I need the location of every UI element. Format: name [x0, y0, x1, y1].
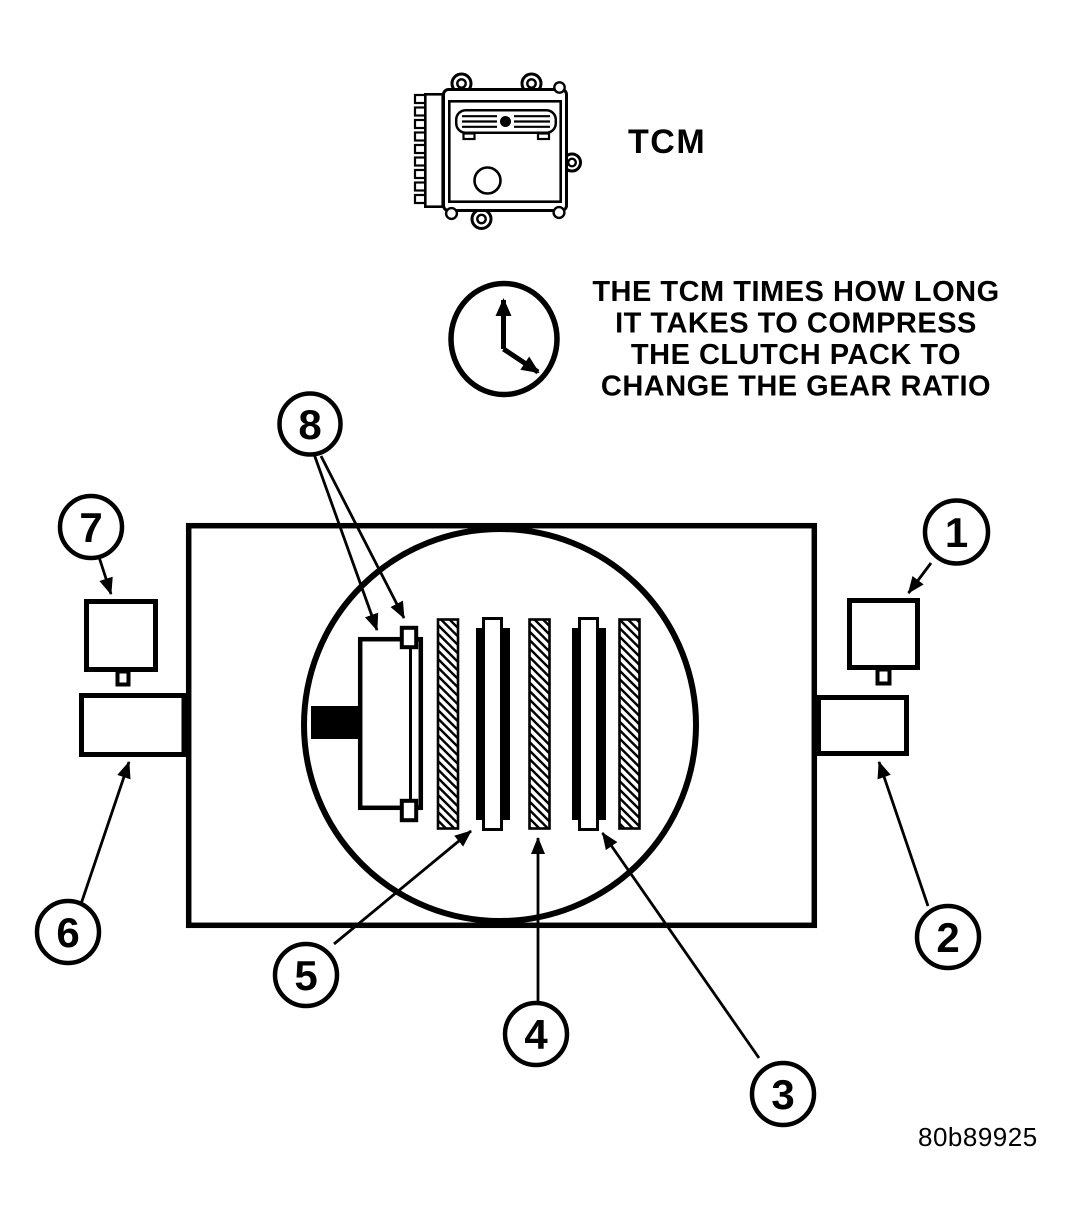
callout-1: 1 — [922, 498, 991, 566]
left-sensor-boss — [79, 693, 187, 757]
callout-5-circle — [272, 941, 340, 1009]
friction-disc-hatched — [528, 618, 551, 830]
clutch-piston — [357, 625, 424, 823]
callout-6-number: 6 — [56, 909, 79, 956]
clock-icon — [448, 280, 560, 398]
callout-4: 4 — [502, 1000, 570, 1068]
leader-6 — [79, 761, 131, 905]
callout-1-circle — [922, 498, 991, 566]
callout-3-circle — [749, 1060, 817, 1128]
callout-5-number: 5 — [294, 952, 317, 999]
tcm-mount-holes — [444, 78, 578, 225]
tcm-strip-lines — [462, 115, 550, 128]
right-sensor-body — [847, 598, 920, 670]
caption: THE TCM TIMES HOW LONG IT TAKES TO COMPR… — [592, 276, 999, 403]
caption-line-4: CHANGE THE GEAR RATIO — [601, 371, 991, 403]
caption-line-2: IT TAKES TO COMPRESS — [615, 308, 977, 340]
callout-8-number: 8 — [298, 401, 321, 448]
friction-disc-hatched — [436, 618, 460, 830]
left-sensor-stem — [115, 669, 131, 687]
leader-8b — [319, 455, 406, 619]
callout-7-circle — [57, 493, 125, 561]
callout-1-number: 1 — [945, 509, 968, 556]
leader-1 — [907, 562, 933, 594]
tcm-label: TCM — [628, 123, 706, 161]
leader-2 — [877, 761, 930, 907]
friction-disc-hatched — [618, 618, 641, 830]
left-sensor-group — [79, 599, 187, 757]
tcm-connector-panel — [423, 93, 444, 209]
clock-hour-hand — [502, 346, 540, 375]
tcm-strip-foot — [536, 132, 551, 141]
callouts: 1 2 3 4 5 6 7 8 — [34, 391, 991, 1128]
leader-lines — [79, 453, 933, 1059]
callout-8-circle — [277, 391, 343, 457]
callout-3-number: 3 — [771, 1071, 794, 1118]
figure-code: 80b89925 — [918, 1122, 1038, 1152]
steel-plate-white — [578, 617, 599, 831]
callout-4-circle — [502, 1000, 570, 1068]
steel-plate-white — [482, 617, 503, 831]
clutch-pack — [436, 617, 641, 831]
right-sensor-group — [816, 598, 920, 756]
piston-apply-shaft — [311, 706, 360, 739]
callout-2-number: 2 — [936, 914, 959, 961]
leader-8a — [312, 453, 379, 631]
leader-7 — [97, 556, 113, 595]
callout-2: 2 — [914, 903, 982, 971]
callout-5: 5 — [272, 941, 340, 1009]
leader-5 — [333, 829, 472, 946]
caption-line-3: THE CLUTCH PACK TO — [631, 339, 961, 371]
callout-2-circle — [914, 903, 982, 971]
right-sensor-stem — [875, 667, 892, 686]
leader-3 — [601, 832, 761, 1059]
callout-3: 3 — [749, 1060, 817, 1128]
piston-seal-bottom — [399, 798, 419, 823]
caption-line-1: THE TCM TIMES HOW LONG — [592, 276, 999, 308]
callout-7-number: 7 — [79, 504, 102, 551]
callout-6: 6 — [34, 898, 102, 966]
callout-7: 7 — [57, 493, 125, 561]
callout-6-circle — [34, 898, 102, 966]
tcm-round-port — [473, 166, 502, 195]
callout-8: 8 — [277, 391, 343, 457]
right-sensor-boss — [816, 695, 909, 756]
tcm-strip-foot — [462, 132, 476, 141]
tcm-module-icon — [413, 72, 582, 230]
piston-seal-top — [399, 625, 419, 650]
callout-4-number: 4 — [524, 1011, 548, 1058]
tcm-strip-dot — [500, 116, 511, 127]
left-sensor-body — [84, 599, 158, 672]
